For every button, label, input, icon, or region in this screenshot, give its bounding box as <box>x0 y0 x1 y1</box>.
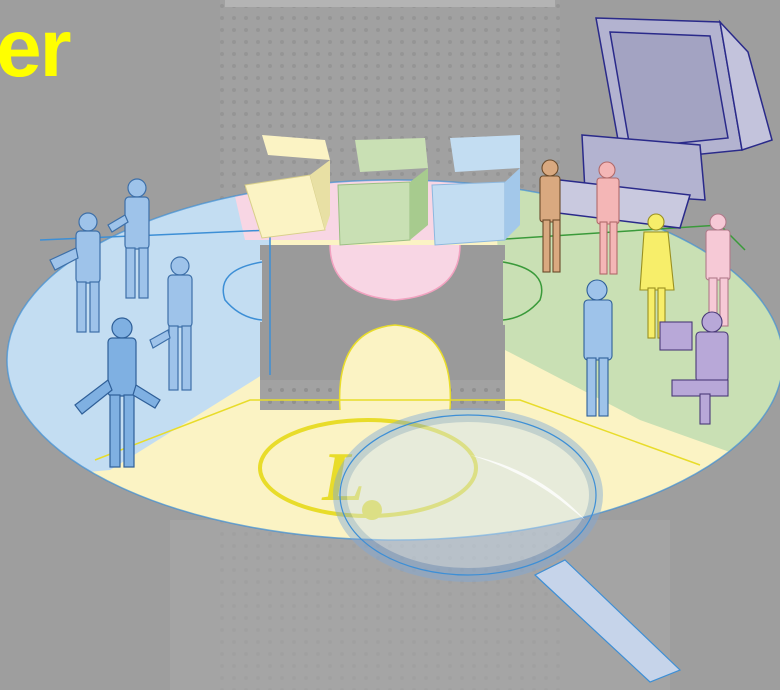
desktop-computer-icon <box>550 18 772 228</box>
